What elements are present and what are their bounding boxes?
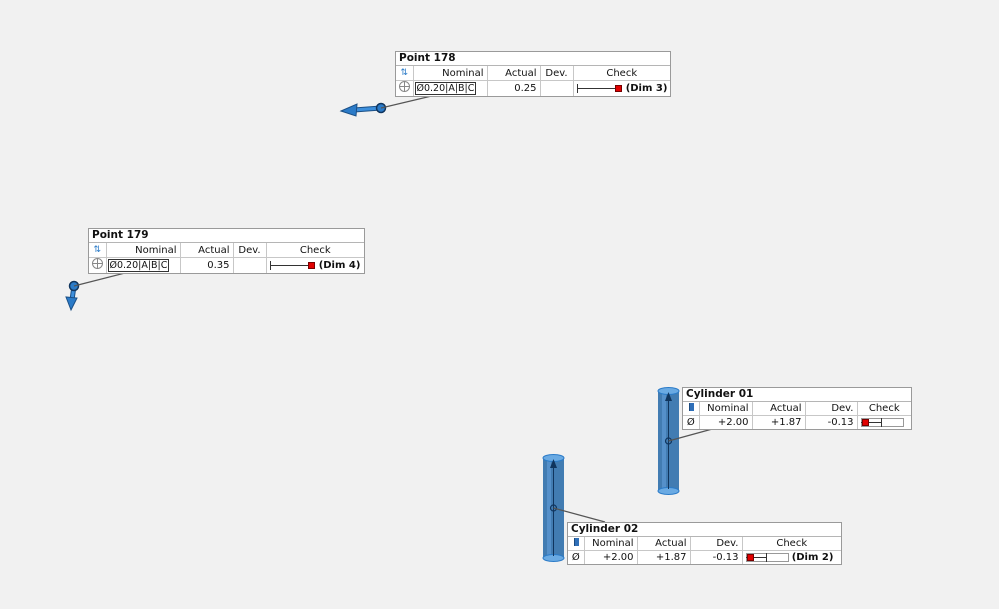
check-cell: (Dim 2) (742, 551, 841, 565)
header-check: Check (742, 537, 841, 551)
header-check: Check (573, 66, 670, 81)
position-icon (396, 80, 414, 96)
position-icon (89, 257, 107, 273)
actual-value: +1.87 (637, 550, 691, 564)
label-title: Cylinder 01 (683, 388, 911, 402)
label-title: Point 178 (396, 52, 670, 66)
nominal-value: +2.00 (584, 550, 638, 564)
check-cell: (Dim 3) (573, 81, 670, 97)
tolerance-gauge (269, 260, 316, 270)
header-nominal: Nominal (699, 402, 753, 416)
diameter-symbol: Ø (683, 415, 700, 429)
leader-line-cylinder-01 (668, 427, 717, 442)
dim-label: (Dim 4) (318, 260, 361, 271)
header-nominal: Nominal (106, 243, 181, 258)
leader-line-cylinder-02 (553, 507, 606, 523)
header-actual: Actual (637, 537, 691, 551)
header-dev: Dev. (233, 243, 267, 258)
label-title: Cylinder 02 (568, 523, 841, 537)
tolerance-gauge (860, 417, 904, 427)
dim-label: (Dim 2) (791, 552, 834, 563)
point-179-vector[interactable] (65, 280, 80, 312)
check-cell (857, 416, 911, 430)
header-actual: Actual (180, 243, 234, 258)
tolerance-gauge (576, 83, 623, 93)
sort-arrow-icon: ⇅ (89, 243, 107, 258)
header-actual: Actual (487, 66, 541, 81)
label-title: Point 179 (89, 229, 364, 243)
label-cylinder-01[interactable]: Cylinder 01 Nominal Actual Dev. Check Ø … (682, 387, 912, 430)
header-actual: Actual (752, 402, 806, 416)
check-cell: (Dim 4) (266, 258, 364, 274)
dev-value: -0.13 (690, 550, 743, 564)
nominal-value: +2.00 (699, 415, 753, 429)
sort-arrow-icon: ⇅ (396, 66, 414, 81)
dev-value (540, 80, 574, 96)
header-dev: Dev. (540, 66, 574, 81)
tolerance-gauge (745, 552, 789, 562)
actual-value: +1.87 (752, 415, 806, 429)
header-check: Check (266, 243, 364, 258)
header-nominal: Nominal (413, 66, 488, 81)
header-nominal: Nominal (584, 537, 638, 551)
header-dev: Dev. (805, 402, 858, 416)
label-cylinder-02[interactable]: Cylinder 02 Nominal Actual Dev. Check Ø … (567, 522, 842, 565)
actual-value: 0.35 (180, 257, 234, 273)
label-point-178[interactable]: Point 178 ⇅ Nominal Actual Dev. Check Ø0… (395, 51, 671, 97)
point-178-vector[interactable] (339, 102, 387, 117)
nominal-fcf: Ø0.20|A|B|C (413, 80, 488, 96)
header-check: Check (857, 402, 911, 416)
cylinder-icon (683, 402, 700, 416)
nominal-fcf: Ø0.20|A|B|C (106, 257, 181, 273)
dev-value (233, 257, 267, 273)
cylinder-icon (568, 537, 585, 551)
actual-value: 0.25 (487, 80, 541, 96)
diameter-symbol: Ø (568, 550, 585, 564)
label-point-179[interactable]: Point 179 ⇅ Nominal Actual Dev. Check Ø0… (88, 228, 365, 274)
header-dev: Dev. (690, 537, 743, 551)
dev-value: -0.13 (805, 415, 858, 429)
dim-label: (Dim 3) (625, 83, 668, 94)
